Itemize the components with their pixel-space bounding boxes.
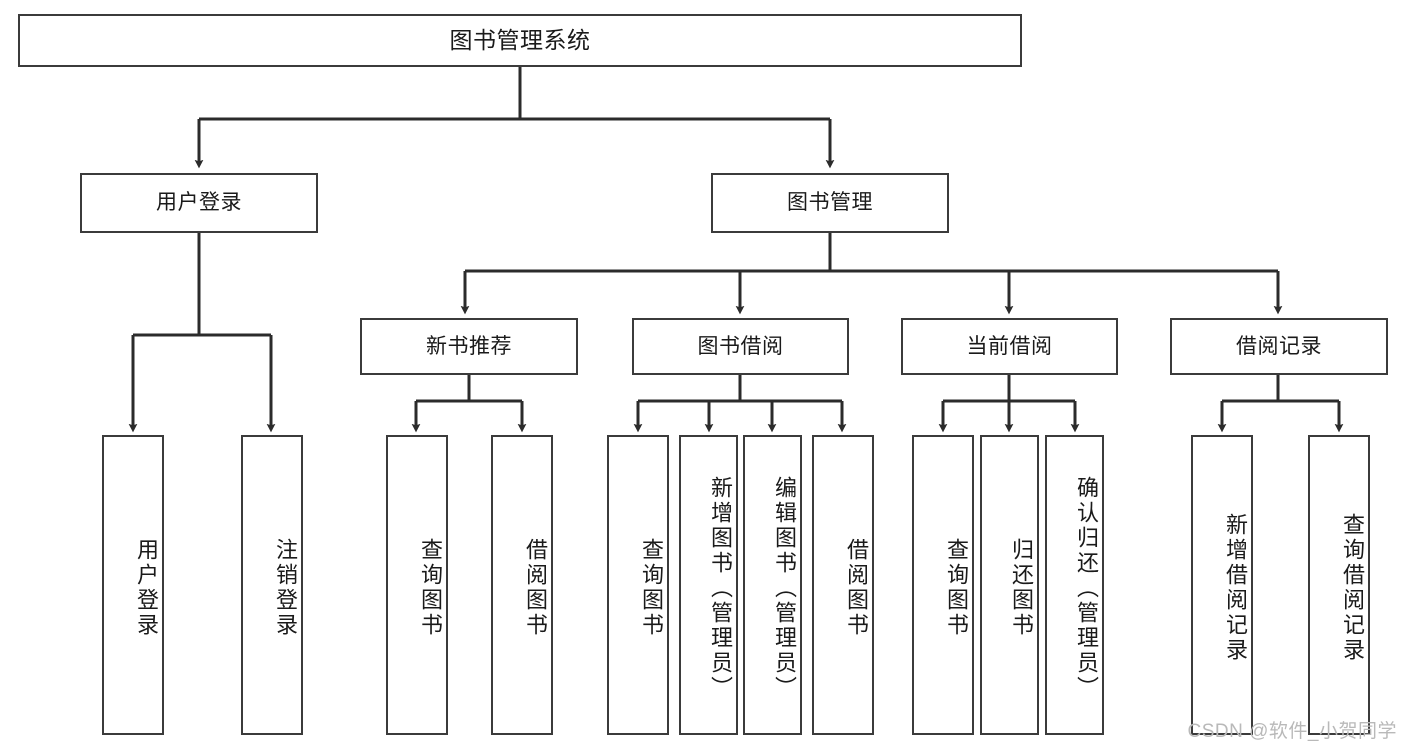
leaf-node-borrow-books[interactable]: 借阅图书 [812,435,874,735]
node-label: 新书推荐 [426,334,512,358]
leaf-node-add-book-admin[interactable]: 新增图书（管理员） [679,435,738,735]
node-label: 借阅图书 [844,538,869,638]
node-new-book-recommendation[interactable]: 新书推荐 [360,318,578,375]
node-book-borrowing[interactable]: 图书借阅 [632,318,849,375]
node-user-login[interactable]: 用户登录 [80,173,318,233]
node-label: 当前借阅 [966,334,1053,358]
node-label: 新增借阅记录 [1223,513,1248,663]
leaf-node-return-books[interactable]: 归还图书 [980,435,1039,735]
leaf-node-logout[interactable]: 注销登录 [241,435,303,735]
leaf-node-query-books-borrow[interactable]: 查询图书 [607,435,669,735]
node-label: 借阅图书 [523,538,548,638]
node-label: 新增图书（管理员） [708,475,733,701]
leaf-node-add-borrow-record[interactable]: 新增借阅记录 [1191,435,1253,735]
node-label: 查询图书 [639,538,664,638]
node-label: 用户登录 [134,538,159,638]
node-book-management[interactable]: 图书管理 [711,173,949,233]
node-label: 编辑图书（管理员） [772,475,797,701]
leaf-node-confirm-return-admin[interactable]: 确认归还（管理员） [1045,435,1104,735]
node-current-borrowing[interactable]: 当前借阅 [901,318,1118,375]
node-label: 图书管理系统 [449,26,591,53]
node-label: 查询图书 [944,538,969,638]
node-label: 用户登录 [156,191,242,215]
node-label: 图书管理 [787,191,873,215]
node-label: 借阅记录 [1236,334,1322,358]
node-label: 注销登录 [273,538,298,638]
leaf-node-borrow-books-recommend[interactable]: 借阅图书 [491,435,553,735]
leaf-node-edit-book-admin[interactable]: 编辑图书（管理员） [743,435,802,735]
node-label: 图书借阅 [697,334,784,358]
node-label: 归还图书 [1009,538,1034,638]
leaf-node-query-books-recommend[interactable]: 查询图书 [386,435,448,735]
node-root-book-management-system[interactable]: 图书管理系统 [18,14,1022,67]
node-label: 确认归还（管理员） [1074,475,1099,701]
leaf-node-query-books-current[interactable]: 查询图书 [912,435,974,735]
watermark-text: CSDN @软件_小贺同学 [1187,721,1397,742]
leaf-node-query-borrow-record[interactable]: 查询借阅记录 [1308,435,1370,735]
node-label: 查询图书 [418,538,443,638]
node-borrowing-record[interactable]: 借阅记录 [1170,318,1388,375]
node-label: 查询借阅记录 [1340,513,1365,663]
leaf-node-user-login[interactable]: 用户登录 [102,435,164,735]
